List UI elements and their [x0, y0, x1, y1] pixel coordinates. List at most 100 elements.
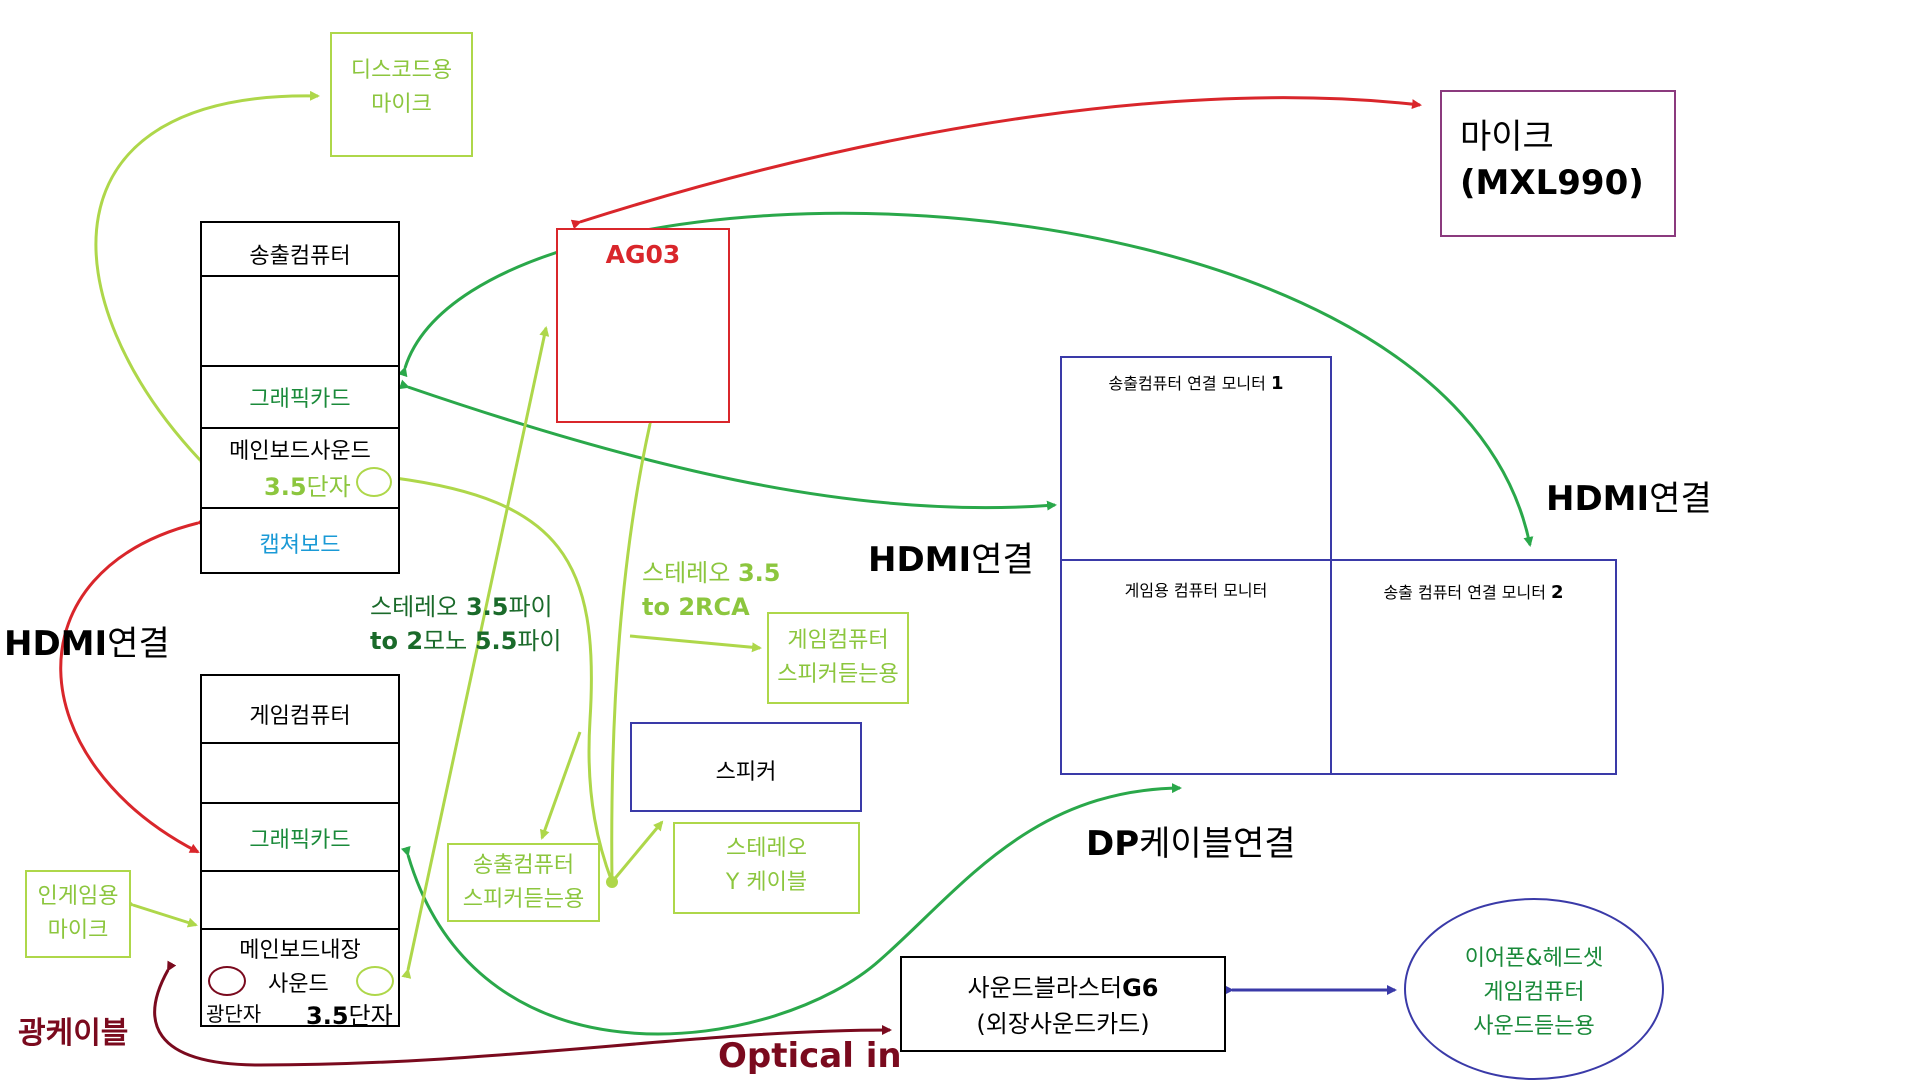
broadcast-pc-mb-slot: 메인보드사운드 3.5단자 [202, 427, 398, 507]
stereo-a1: 스테레오 [370, 593, 466, 621]
ingame-mic-line2: 마이크 [47, 918, 109, 943]
game-pc-gpu-slot: 그래픽카드 [202, 802, 398, 870]
monitor-2-label: 송출 컴퓨터 연결 모니터 2 [1332, 579, 1615, 603]
hdmi-mid-label: HDMI연결 [868, 532, 1034, 581]
game-jack-label: 3.5단자 [306, 996, 393, 1031]
game-pc-optical: 광단자 [206, 1002, 262, 1026]
ingame-mic-line1: 인게임용 [37, 884, 119, 909]
stereo-b1: to [370, 627, 407, 655]
soundblaster-name: 사운드블라스터 [967, 974, 1123, 1002]
game-pc-gpu: 그래픽카드 [249, 828, 351, 853]
stereo-b3: 모노 [423, 627, 475, 655]
monitor-2-num: 2 [1551, 582, 1564, 603]
game-pc-sound: 사운드 [268, 972, 329, 997]
stereo-a2: 3.5 [465, 593, 509, 621]
soundblaster-box: 사운드블라스터G6 (외장사운드카드) [900, 956, 1226, 1052]
game-jack-num: 3.5 [306, 1002, 349, 1030]
stereo-b4: 5.5 [474, 627, 518, 655]
y-cable-line2: Y 케이블 [725, 870, 808, 895]
ag03-rca-line [610, 415, 657, 883]
stereo-b2: 2 [406, 627, 424, 655]
game-jack-unit: 단자 [348, 1002, 393, 1030]
monitor-1: 송출컴퓨터 연결 모니터 1 [1060, 356, 1332, 561]
hdmi-left-label: HDMI연결 [4, 616, 170, 665]
monitor-2-text: 송출 컴퓨터 연결 모니터 [1383, 583, 1551, 602]
dp-a: DP [1086, 824, 1140, 864]
dp-b: 케이블연결 [1139, 824, 1296, 864]
stereo-b5: 파이 [517, 627, 562, 655]
rca-1a: 스테레오 [642, 559, 738, 587]
hdmi-left-a: HDMI [4, 624, 108, 664]
optical-arrow [153, 960, 892, 1067]
speaker-box: 스피커 [630, 722, 862, 812]
headset-line3: 사운드듣는용 [1473, 1014, 1595, 1039]
ingame-mic-arrow [123, 897, 198, 928]
discord-mic-line2: 마이크 [371, 92, 432, 117]
broadcast-jack-unit: 단자 [306, 473, 351, 501]
optical-cable-label: 광케이블 [18, 1016, 129, 1051]
game-monitor-label: 게임용 컴퓨터 모니터 [1124, 581, 1268, 600]
headset-line2: 게임컴퓨터 [1483, 980, 1585, 1005]
split-to-game-speaker [629, 634, 762, 653]
rca-2: to 2RCA [642, 593, 750, 621]
broadcast-jack-line [386, 471, 614, 883]
hdmi-left-b: 연결 [107, 624, 170, 664]
headset-line1: 이어폰&헤드셋 [1464, 946, 1604, 971]
game-pc-mb-slot: 메인보드내장 사운드 광단자 3.5단자 [202, 928, 398, 1030]
monitor-2: 송출 컴퓨터 연결 모니터 2 [1330, 559, 1617, 775]
ingame-mic-box: 인게임용 마이크 [25, 870, 131, 958]
optical-in-label: Optical in [718, 1036, 902, 1076]
ag03-mic-arrow [570, 96, 1422, 230]
split-to-y-cable [610, 820, 664, 883]
ag03-box: AG03 [556, 228, 730, 423]
ag03-label: AG03 [605, 240, 681, 269]
mic-line1: 마이크 [1460, 117, 1554, 157]
broadcast-pc-title: 송출컴퓨터 [249, 244, 351, 269]
game-pc-empty-slot-2 [202, 870, 398, 928]
hdmi-mid-b: 연결 [971, 540, 1034, 580]
broadcast-speaker-line2: 스피커듣는용 [462, 887, 585, 912]
hdmi-mid-a: HDMI [868, 540, 972, 580]
soundblaster-text: 사운드블라스터G6 (외장사운드카드) [902, 970, 1224, 1042]
monitor-1-text: 송출컴퓨터 연결 모니터 [1108, 374, 1271, 393]
game-monitor: 게임용 컴퓨터 모니터 [1060, 559, 1332, 775]
split-to-broadcast-speaker [539, 731, 582, 840]
dp-label: DP케이블연결 [1086, 816, 1296, 865]
rca-1b: 3.5 [737, 559, 781, 587]
broadcast-jack-port-icon [356, 467, 392, 497]
y-cable-line1: 스테레오 [726, 836, 807, 861]
game-pc-title: 게임컴퓨터 [249, 704, 351, 729]
broadcast-pc-gpu-slot: 그래픽카드 [202, 365, 398, 427]
hdmi-right-b: 연결 [1649, 479, 1712, 519]
stereo-mono-label: 스테레오 3.5파이 to 2모노 5.5파이 [370, 590, 562, 658]
game-speaker-line1: 게임컴퓨터 [787, 628, 889, 653]
stereo-mono-arrow [401, 326, 550, 979]
broadcast-speaker-box: 송출컴퓨터 스피커듣는용 [447, 843, 600, 922]
game-pc-empty-slot [202, 742, 398, 802]
soundblaster-line1: 사운드블라스터G6 [902, 970, 1224, 1006]
broadcast-pc-capture: 캡쳐보드 [259, 533, 341, 558]
optical-port-icon [208, 966, 246, 996]
discord-mic-arrow [94, 90, 320, 470]
monitor-1-label: 송출컴퓨터 연결 모니터 1 [1062, 370, 1330, 394]
y-cable-box: 스테레오 Y 케이블 [673, 822, 860, 914]
discord-mic-box: 디스코드용 마이크 [330, 32, 473, 157]
broadcast-pc-capture-slot: 캡쳐보드 [202, 507, 398, 574]
headset-text: 이어폰&헤드셋 게임컴퓨터 사운드듣는용 [1406, 942, 1662, 1044]
mic-text: 마이크 (MXL990) [1460, 114, 1644, 206]
hdmi-mid-arrow [398, 379, 1057, 511]
mic-box: 마이크 (MXL990) [1440, 90, 1676, 237]
monitor-1-num: 1 [1270, 373, 1284, 394]
broadcast-pc-mb-sound: 메인보드사운드 [229, 439, 371, 464]
hdmi-right-label: HDMI연결 [1546, 471, 1712, 520]
discord-mic-line1: 디스코드용 [350, 58, 453, 83]
headset-ellipse: 이어폰&헤드셋 게임컴퓨터 사운드듣는용 [1404, 898, 1664, 1080]
game-speaker-line2: 스피커듣는용 [777, 662, 899, 687]
mic-line2: (MXL990) [1460, 163, 1644, 203]
broadcast-pc-gpu: 그래픽카드 [249, 387, 351, 412]
game-pc-box: 게임컴퓨터 그래픽카드 메인보드내장 사운드 광단자 3.5단자 [200, 674, 400, 1030]
broadcast-jack-num: 3.5 [264, 473, 307, 501]
hdmi-right-a: HDMI [1546, 479, 1650, 519]
hdmi-left-arrow [59, 516, 207, 854]
